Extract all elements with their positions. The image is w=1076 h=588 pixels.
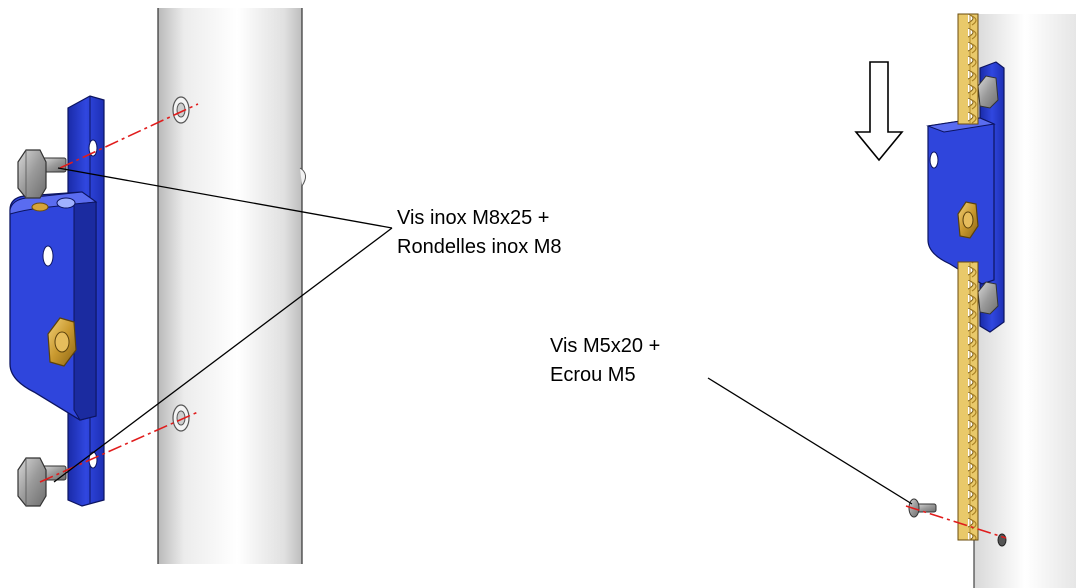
- m8-label-line1: Vis inox M8x25 +: [397, 207, 550, 229]
- left-pole: [157, 8, 306, 564]
- m5-centerline: [905, 505, 1007, 539]
- pole-hole-top: [172, 96, 190, 124]
- left-bracket: [9, 95, 105, 507]
- gear-rack: [957, 13, 979, 541]
- m8-label-line2: Rondelles inox M8: [397, 236, 562, 258]
- m5-nut: [997, 533, 1007, 547]
- m8-screw-bottom: [17, 457, 67, 507]
- m5-label-line1: Vis M5x20 +: [550, 335, 660, 357]
- m5-callout: Vis M5x20 + Ecrou M5: [550, 335, 660, 386]
- m8-callout: Vis inox M8x25 + Rondelles inox M8: [397, 207, 562, 258]
- down-arrow-outline-icon: [854, 61, 904, 162]
- left-centerlines: [39, 103, 199, 483]
- m8-leader-lines: [53, 167, 393, 483]
- m8-screw-top: [17, 149, 67, 199]
- m5-leader-line: [707, 377, 913, 505]
- pole-hole-bottom: [172, 404, 190, 432]
- m5-label-line2: Ecrou M5: [550, 364, 636, 386]
- right-bracket: [926, 61, 1005, 333]
